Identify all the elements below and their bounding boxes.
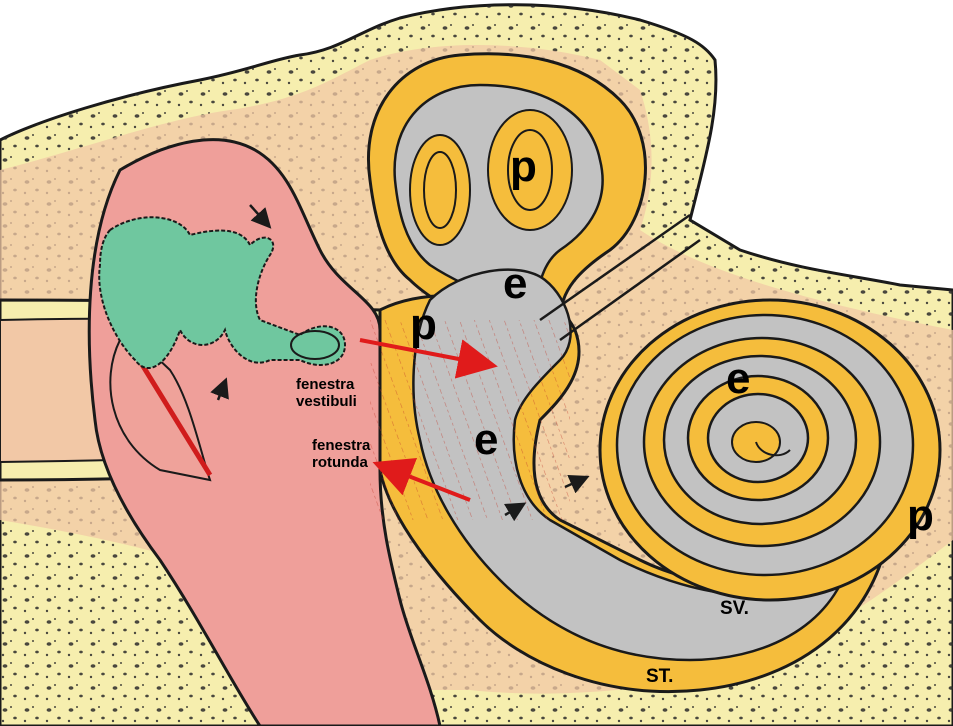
label-perilymph-right: p	[907, 494, 934, 538]
label-scala-vestibuli: SV.	[720, 599, 749, 618]
label-fenestra-vestibuli-line-1: fenestra	[296, 376, 357, 393]
label-fenestra-vestibuli-line-2: vestibuli	[296, 393, 357, 410]
label-endolymph-upper: e	[503, 262, 527, 306]
label-fenestra-rotunda-line-2: rotunda	[312, 454, 370, 471]
cochlea	[600, 300, 940, 600]
label-perilymph-upper: p	[510, 145, 537, 189]
label-scala-tympani: ST.	[646, 667, 673, 686]
label-endolymph-middle: e	[474, 418, 498, 462]
label-endolymph-cochlea: e	[726, 357, 750, 401]
label-fenestra-vestibuli: fenestra vestibuli	[296, 376, 357, 410]
label-perilymph-left: p	[410, 303, 437, 347]
label-fenestra-rotunda: fenestra rotunda	[312, 437, 370, 471]
label-fenestra-rotunda-line-1: fenestra	[312, 437, 370, 454]
